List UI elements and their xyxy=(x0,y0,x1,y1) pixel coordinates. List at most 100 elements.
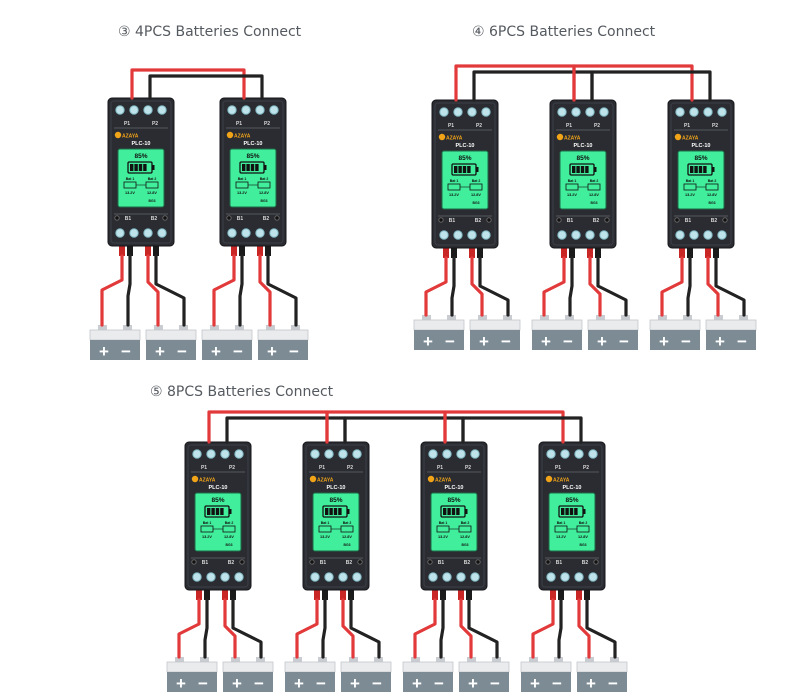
red-battery-wire xyxy=(577,598,591,659)
status-code: BG3 xyxy=(261,199,268,203)
port-label-p2: P2 xyxy=(347,465,353,471)
status-code: BG3 xyxy=(462,543,469,547)
battery-body xyxy=(167,672,217,692)
indicator-led xyxy=(486,217,492,223)
terminal-screw-bottom xyxy=(227,228,237,238)
battery-tip-icon xyxy=(152,165,155,170)
red-battery-wire xyxy=(177,598,201,659)
battery-top xyxy=(166,661,218,673)
battery-terminal-neg xyxy=(291,325,300,330)
terminal-screw-bottom xyxy=(129,228,139,238)
port-label-b2: B2 xyxy=(475,218,482,224)
terminal-screw-bottom xyxy=(220,572,230,582)
battery-terminal-neg xyxy=(565,315,574,320)
battery-level-bar xyxy=(207,508,211,515)
battery-terminal-neg xyxy=(318,657,327,662)
bat1-label: Bat 1 xyxy=(126,177,135,181)
bat1-voltage: 13.2V xyxy=(125,191,135,195)
battery-top xyxy=(284,661,336,673)
battery: +− xyxy=(340,657,392,693)
port-label-p1: P1 xyxy=(566,123,572,129)
battery-minus-sign: − xyxy=(737,332,747,351)
red-battery-wire xyxy=(542,256,566,317)
bat2-label: Bat 2 xyxy=(579,521,588,525)
red-parallel-wire xyxy=(443,410,565,444)
battery-body xyxy=(403,672,453,692)
module-inner-frame xyxy=(110,100,172,244)
section-title-8pcs: ⑤ 8PCS Batteries Connect xyxy=(150,384,334,400)
battery-level-bar xyxy=(443,508,447,515)
bat1-voltage: 13.2V xyxy=(438,535,448,539)
battery-terminal-neg xyxy=(436,657,445,662)
black-battery-wire xyxy=(266,254,298,327)
bat2-voltage: 12.8V xyxy=(578,535,588,539)
battery-body xyxy=(223,672,273,692)
battery-body xyxy=(470,330,520,350)
port-label-b2: B2 xyxy=(582,560,589,566)
plug xyxy=(204,590,210,600)
terminal-screw-top xyxy=(588,449,598,459)
red-battery-wire xyxy=(660,256,684,317)
terminal-screw-bottom xyxy=(467,230,477,240)
battery-level-bar xyxy=(694,166,698,173)
battery-tip-icon xyxy=(594,167,597,172)
charge-percent: 85% xyxy=(134,153,147,160)
battery-minus-sign: − xyxy=(289,342,299,361)
battery: +− xyxy=(587,315,639,351)
section-title-4pcs: ③ 4PCS Batteries Connect xyxy=(118,24,302,40)
indicator-led xyxy=(593,559,599,565)
red-battery-wire xyxy=(341,598,355,659)
battery-terminal-neg xyxy=(374,657,383,662)
port-label-p2: P2 xyxy=(264,121,270,127)
module-inner-frame xyxy=(670,102,732,246)
plug xyxy=(443,248,449,258)
status-code: BG3 xyxy=(226,543,233,547)
terminal-screw-bottom xyxy=(269,228,279,238)
battery-top xyxy=(587,319,639,331)
port-label-p2: P2 xyxy=(594,123,600,129)
bat2-label: Bat 2 xyxy=(343,521,352,525)
battery-terminal-pos xyxy=(411,657,420,662)
battery-body xyxy=(146,340,196,360)
terminal-screw-top xyxy=(560,449,570,459)
battery-body xyxy=(90,340,140,360)
black-battery-wire xyxy=(349,598,381,659)
port-label-p2: P2 xyxy=(476,123,482,129)
black-battery-wire xyxy=(203,598,209,659)
port-label-p1: P1 xyxy=(437,465,443,471)
battery-level-bar xyxy=(574,508,578,515)
red-parallel-wire xyxy=(130,68,246,100)
battery-body xyxy=(521,672,571,692)
plug xyxy=(679,248,685,258)
battery-plus-sign: + xyxy=(530,674,540,693)
bat2-label: Bat 2 xyxy=(225,521,234,525)
charge-percent: 85% xyxy=(458,155,471,162)
indicator-led xyxy=(191,559,197,565)
battery-top xyxy=(576,661,628,673)
black-battery-wire xyxy=(231,598,263,659)
brand-logo-icon xyxy=(114,131,122,139)
bat2-label: Bat 2 xyxy=(148,177,157,181)
battery-body xyxy=(414,330,464,350)
battery-level-bar xyxy=(467,166,471,173)
terminal-screw-bottom xyxy=(599,230,609,240)
bat2-voltage: 12.8V xyxy=(471,193,481,197)
battery-tip-icon xyxy=(264,165,267,170)
black-battery-wire xyxy=(478,256,510,317)
battery-minus-sign: − xyxy=(608,674,618,693)
indicator-led xyxy=(674,217,680,223)
terminal-screw-bottom xyxy=(453,230,463,240)
brand-label: AZAYA xyxy=(553,478,570,484)
battery-plus-sign: + xyxy=(479,332,489,351)
battery-top xyxy=(705,319,757,331)
terminal-screw-bottom xyxy=(428,572,438,582)
brand-logo-icon xyxy=(427,475,435,483)
terminal-screw-bottom xyxy=(689,230,699,240)
terminal-screw-bottom xyxy=(675,230,685,240)
terminal-screw-top xyxy=(546,449,556,459)
brand-label: AZAYA xyxy=(317,478,334,484)
terminal-screw-bottom xyxy=(560,572,570,582)
